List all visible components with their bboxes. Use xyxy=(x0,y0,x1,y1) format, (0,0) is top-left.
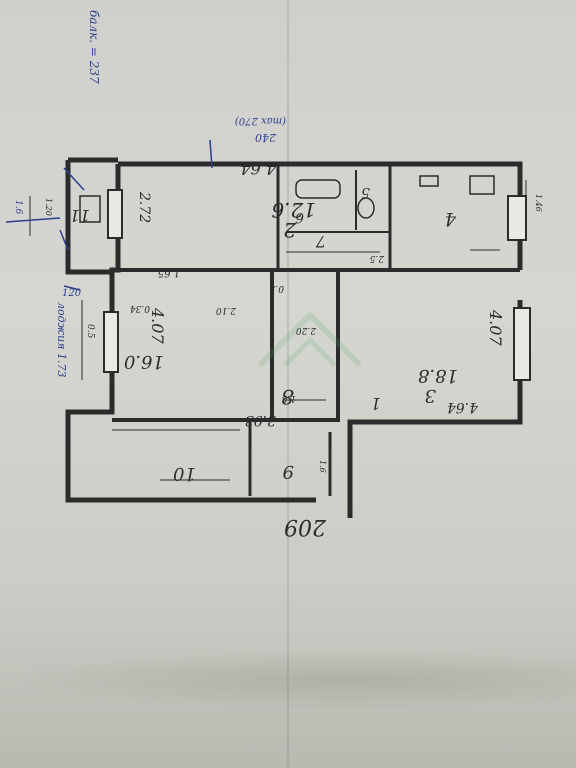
dimension-lines xyxy=(29,180,527,481)
dim-window-left: 1.20 xyxy=(44,198,53,216)
blue-pen-marks xyxy=(5,139,213,291)
room-2-area: 12.6 xyxy=(271,198,316,222)
balcony-note: балк. = 237 xyxy=(87,10,101,84)
room-10-number: 10 xyxy=(173,463,196,484)
dim-bottom-right: 4.64 xyxy=(447,399,479,415)
dim-05: 0.5 xyxy=(85,324,95,339)
dim-left-small: 1.6 xyxy=(13,200,23,215)
watermark-logo xyxy=(257,310,363,368)
room-3-number: 3 xyxy=(425,385,436,406)
dim-room10-a: 1.65 xyxy=(158,267,180,278)
room-11-number: 11 xyxy=(70,206,90,225)
room-7-number: 7 xyxy=(315,232,326,251)
room-6-number: 6 xyxy=(295,209,304,225)
dim-room10-b: 2.10 xyxy=(216,305,237,315)
dim-right: 4.07 xyxy=(486,309,505,346)
dim-door: 1.6 xyxy=(318,460,327,473)
room-1-area: 16.0 xyxy=(124,351,164,372)
dim-left: 4.07 xyxy=(148,307,167,344)
dim-room9: 2.20 xyxy=(296,325,317,335)
dim-120: 120 xyxy=(62,288,82,299)
dim-small-1: 0.5 xyxy=(269,283,284,293)
windows xyxy=(103,189,531,381)
dim-window: 1.46 xyxy=(534,194,543,212)
dim-mid: 3.93 xyxy=(245,412,276,428)
dim-room2: 2.72 xyxy=(136,191,152,223)
header-note-2: (max 270) xyxy=(235,115,286,126)
header-note: 240 xyxy=(255,131,277,144)
bathroom-fixtures xyxy=(79,175,495,223)
room-8-number: 8 xyxy=(281,385,294,409)
dim-room10-c: 0.34 xyxy=(130,303,150,313)
dim-small-2: 1.8 xyxy=(281,393,296,403)
room-9-number: 9 xyxy=(283,461,294,482)
room-2-number: 2 xyxy=(283,218,297,242)
room-3-area: 18.8 xyxy=(418,365,458,386)
room-1-number: 1 xyxy=(371,394,381,413)
dim-top: 4.64 xyxy=(240,159,277,178)
paper-shadow xyxy=(0,650,576,710)
loggia-note: лоджия 1.73 xyxy=(55,302,68,377)
plan-number: 209 xyxy=(284,514,327,539)
room-5-number: 5 xyxy=(361,184,370,200)
paper-fold-line xyxy=(287,0,289,768)
dim-corridor: 2.5 xyxy=(369,253,385,263)
room-4-number: 4 xyxy=(445,208,457,229)
